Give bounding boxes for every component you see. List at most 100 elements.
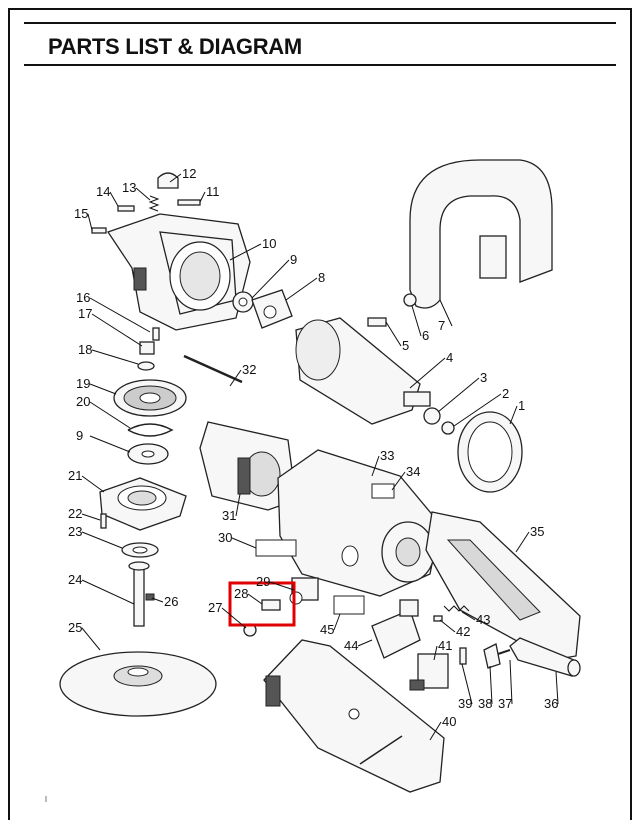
- callout-label-10: 10: [262, 236, 276, 251]
- leader-line-37: [509, 659, 513, 705]
- screw-part-42: [433, 615, 443, 622]
- callout-label-23: 23: [68, 524, 82, 539]
- screw-part-22: [100, 513, 107, 529]
- leader-line-16: [89, 297, 151, 333]
- callout-label-45: 45: [320, 622, 334, 637]
- pin-part-16: [152, 327, 160, 341]
- bolt-part-5: [367, 317, 387, 327]
- leader-line-17: [91, 313, 143, 347]
- leader-lines: [81, 173, 559, 741]
- leader-line-20: [89, 401, 131, 429]
- callout-label-24: 24: [68, 572, 82, 587]
- callout-label-6: 6: [422, 328, 429, 343]
- callout-label-29: 29: [256, 574, 270, 589]
- callout-label-14: 14: [96, 184, 110, 199]
- callout-label-20: 20: [76, 394, 90, 409]
- callout-label-3: 3: [480, 370, 487, 385]
- callout-label-5: 5: [402, 338, 409, 353]
- circlip-part-20: [127, 423, 174, 437]
- leader-line-30: [231, 537, 257, 549]
- leader-line-10: [229, 243, 262, 261]
- callout-label-7: 7: [438, 318, 445, 333]
- page-border: [8, 8, 632, 820]
- leader-line-1: [509, 405, 518, 425]
- leader-line-19: [89, 383, 117, 395]
- callout-label-40: 40: [442, 714, 456, 729]
- callout-label-25: 25: [68, 620, 82, 635]
- leader-line-11: [199, 191, 206, 203]
- card-part-45: [333, 595, 365, 615]
- ring-part-2: [441, 421, 455, 435]
- callout-label-13: 13: [122, 180, 136, 195]
- leader-line-34: [391, 471, 406, 491]
- callout-label-12: 12: [182, 166, 196, 181]
- callout-label-16: 16: [76, 290, 90, 305]
- callout-label-41: 41: [438, 638, 452, 653]
- leader-line-33: [371, 455, 380, 477]
- top-rule: [24, 22, 616, 24]
- leader-line-24: [81, 579, 135, 605]
- callout-label-18: 18: [78, 342, 92, 357]
- switch-part-44: [371, 599, 421, 659]
- callout-label-33: 33: [380, 448, 394, 463]
- screw-part-14: [117, 205, 135, 212]
- washer-part-6: [403, 293, 417, 307]
- leader-line-23: [81, 531, 123, 549]
- callout-label-21: 21: [68, 468, 82, 483]
- callout-label-34: 34: [406, 464, 420, 479]
- leader-line-7: [439, 299, 453, 327]
- leader-line-9a: [251, 259, 290, 299]
- gear-housing: [106, 213, 251, 331]
- leader-line-41: [433, 645, 438, 661]
- callout-label-4: 4: [446, 350, 453, 365]
- rear-cover-part-40: [263, 639, 445, 793]
- bracket-part-38: [483, 643, 501, 669]
- callout-label-38: 38: [478, 696, 492, 711]
- leader-line-36: [555, 671, 559, 705]
- callout-label-31: 31: [222, 508, 236, 523]
- callout-label-43: 43: [476, 612, 490, 627]
- side-handle-part-36: [509, 637, 581, 677]
- callout-label-30: 30: [218, 530, 232, 545]
- leader-line-13: [135, 187, 151, 201]
- flange-part-21: [99, 477, 187, 531]
- leader-line-18: [91, 349, 139, 365]
- leader-line-40: [429, 721, 442, 741]
- bolt-part-37: [497, 649, 511, 655]
- bearing-part-9-lower: [127, 443, 169, 465]
- leader-line-26: [151, 597, 164, 603]
- leader-line-6: [411, 305, 422, 337]
- armature-part-4: [183, 317, 431, 425]
- page-title: PARTS LIST & DIAGRAM: [48, 34, 302, 59]
- leader-line-25: [81, 627, 101, 651]
- spring-part-13: [148, 195, 160, 212]
- leader-line-45: [333, 613, 341, 631]
- leader-line-44: [357, 639, 373, 647]
- callout-label-37: 37: [498, 696, 512, 711]
- highlight-box: [228, 581, 296, 627]
- ring-part-18: [137, 361, 155, 371]
- bevel-gear-part-19: [113, 379, 187, 417]
- leader-line-32: [229, 369, 242, 387]
- callout-label-36: 36: [544, 696, 558, 711]
- bearing-part-3: [423, 407, 441, 425]
- motor-housing-part-33: [277, 449, 441, 597]
- stator-part-31: [199, 421, 297, 511]
- d-handle-part-7: [409, 159, 553, 309]
- callout-label-9b: 9: [76, 428, 83, 443]
- screw-part-39: [459, 647, 467, 665]
- key-part-26: [145, 593, 155, 601]
- leader-line-21: [81, 475, 105, 493]
- leader-line-38: [489, 665, 493, 705]
- callout-label-44: 44: [344, 638, 358, 653]
- callout-label-28: 28: [234, 586, 248, 601]
- leader-line-2: [453, 393, 502, 427]
- leader-line-15: [87, 213, 93, 231]
- bearing-cover-part-1: [457, 411, 523, 493]
- leader-line-27: [221, 607, 247, 629]
- leader-line-28: [247, 593, 263, 605]
- trigger-part-41: [409, 653, 449, 691]
- leader-line-12: [169, 173, 182, 183]
